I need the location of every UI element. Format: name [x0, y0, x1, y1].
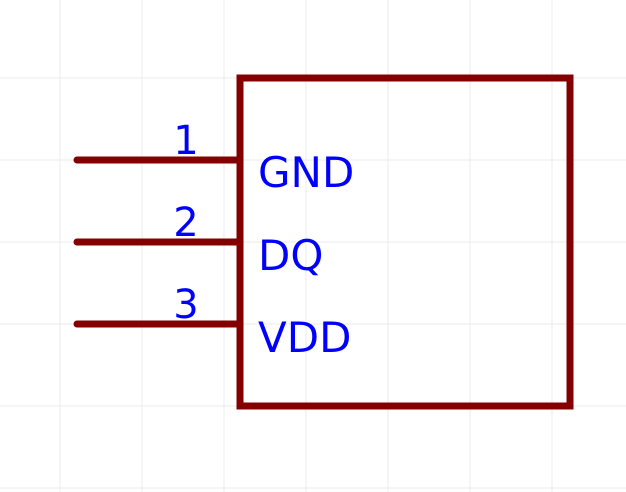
- pin-1[interactable]: 1 GND: [73, 118, 354, 197]
- pin-name: DQ: [258, 231, 323, 280]
- pin-number: 1: [173, 118, 198, 164]
- pin-number: 3: [173, 282, 198, 328]
- pin-3[interactable]: 3 VDD: [73, 282, 351, 362]
- pin-number: 2: [173, 200, 198, 246]
- pin-2[interactable]: 2 DQ: [73, 200, 323, 280]
- pin-name: VDD: [258, 313, 351, 362]
- pin-name: GND: [258, 148, 354, 197]
